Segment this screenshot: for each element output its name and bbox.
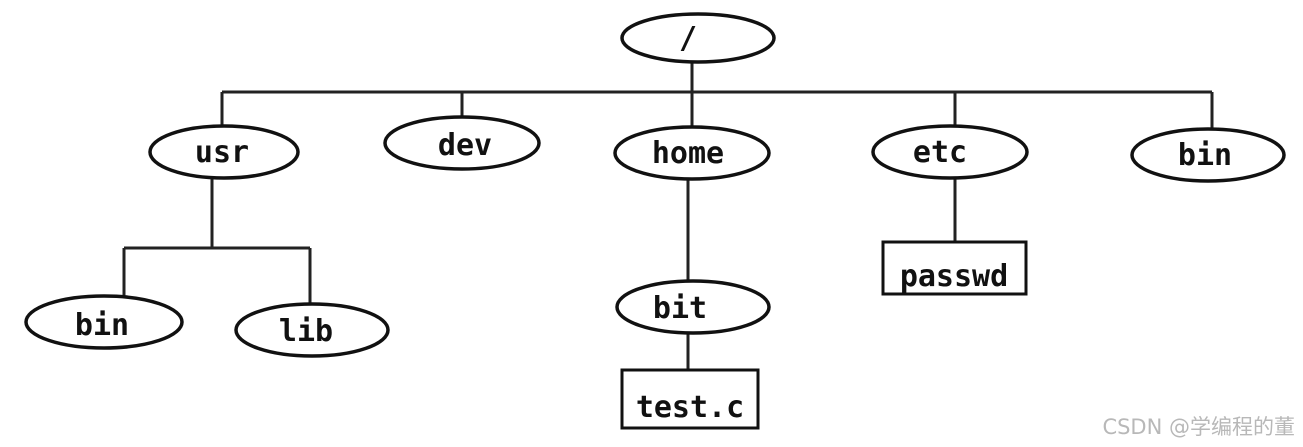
node-root: / <box>620 12 776 64</box>
node-usr-shape <box>148 124 300 180</box>
node-usr-bin-label: bin <box>75 308 129 343</box>
node-usr-bin-shape <box>24 294 184 350</box>
node-bit: bit <box>615 279 771 335</box>
node-usr-label: usr <box>195 135 249 170</box>
node-home-shape <box>613 125 771 181</box>
node-bin: bin <box>1130 127 1286 183</box>
file-test-c-label: test.c <box>636 390 744 425</box>
node-dev-label: dev <box>438 128 492 163</box>
node-bin-shape <box>1130 127 1286 183</box>
node-etc-label: etc <box>913 135 967 170</box>
node-bit-shape <box>615 279 771 335</box>
node-usr: usr <box>148 124 300 180</box>
node-root-label: / <box>679 21 697 56</box>
node-usr-lib-shape <box>234 302 390 358</box>
tree-connectors <box>122 62 1214 370</box>
node-usr-bin: bin <box>24 294 184 350</box>
watermark-text: CSDN @学编程的董 <box>1102 415 1295 439</box>
file-passwd: passwd <box>881 240 1028 296</box>
node-home-label: home <box>652 136 724 171</box>
file-passwd-label: passwd <box>900 259 1008 294</box>
node-dev: dev <box>383 115 541 171</box>
node-dev-shape <box>383 115 541 171</box>
node-usr-lib-label: lib <box>279 314 333 349</box>
file-test-c-box <box>620 368 760 430</box>
node-bin-label: bin <box>1178 138 1232 173</box>
node-bit-label: bit <box>653 291 707 326</box>
node-usr-lib: lib <box>234 302 390 358</box>
node-etc: etc <box>871 124 1029 180</box>
file-test-c: test.c <box>620 368 760 430</box>
node-etc-shape <box>871 124 1029 180</box>
node-root-shape <box>620 12 776 64</box>
file-passwd-box <box>881 240 1028 296</box>
node-home: home <box>613 125 771 181</box>
